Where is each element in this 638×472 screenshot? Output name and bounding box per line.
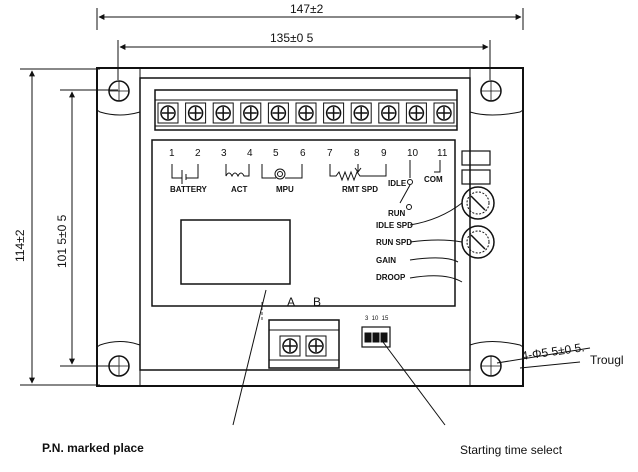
housing-outline [96, 67, 524, 387]
terminal-number: 9 [381, 148, 387, 159]
overall-width-label: 147±2 [290, 2, 324, 16]
housing-inner [139, 77, 471, 371]
run-label: RUN [388, 209, 406, 218]
adjust-label: IDLE SPD [376, 221, 413, 230]
starting-time-leader [382, 341, 446, 426]
screw-terminal[interactable] [350, 102, 372, 124]
dimension-overall-height [20, 68, 100, 386]
terminal-number: 8 [354, 148, 360, 159]
run-speed-potentiometer[interactable] [461, 225, 495, 259]
pn-marked-caption: P.N. marked place [42, 441, 144, 455]
terminal-b-label: B [313, 295, 321, 309]
mounting-holes-label: 4-Φ5 5±0 5. [520, 340, 585, 363]
overall-height-label: 114±2 [13, 229, 27, 262]
mounting-hole-bottom-right [469, 341, 524, 387]
lower-terminal-block [268, 319, 340, 369]
idle-label: IDLE [388, 179, 407, 188]
rmt-spd-label: RMT SPD [342, 185, 378, 194]
terminal-number: 6 [300, 148, 306, 159]
starting-time-dip-switch[interactable] [361, 326, 391, 348]
screw-terminal[interactable] [433, 102, 455, 124]
screw-terminal[interactable] [405, 102, 427, 124]
actuator-coil-symbol [225, 164, 250, 178]
terminal-number: 7 [327, 148, 333, 159]
screw-terminal[interactable] [240, 102, 262, 124]
battery-label: BATTERY [170, 185, 208, 194]
screw-terminal[interactable] [157, 102, 179, 124]
mounting-hole-bottom-left [96, 341, 141, 387]
display-window [180, 219, 291, 285]
adjust-label: GAIN [376, 256, 396, 265]
terminal-number: 10 [407, 148, 419, 159]
label-panel [151, 139, 456, 307]
dimension-overall-width [96, 8, 524, 30]
mounting-hole-top-left [96, 67, 141, 116]
idle-speed-potentiometer[interactable] [461, 186, 495, 220]
screw-terminal[interactable] [295, 102, 317, 124]
screw-terminal[interactable] [185, 102, 207, 124]
screw-terminal[interactable] [212, 102, 234, 124]
terminal-a-label: A [287, 295, 295, 309]
terminal-number: 4 [247, 148, 253, 159]
screw-terminal[interactable] [267, 102, 289, 124]
dip-switch-labels: 3 10 15 [365, 316, 389, 322]
starting-time-caption: Starting time select [460, 443, 563, 457]
remote-speed-pot-symbol [329, 164, 387, 182]
terminal-number: 3 [221, 148, 227, 159]
mounting-note: Trougl [590, 353, 624, 367]
terminal-number: 1 [169, 148, 175, 159]
act-label: ACT [231, 185, 248, 194]
dimension-hole-spacing-width [117, 40, 491, 80]
terminal-number: 2 [195, 148, 201, 159]
terminal-number: 11 [437, 148, 448, 159]
mpu-symbol [261, 164, 303, 180]
mounting-hole-top-right [469, 67, 524, 116]
hole-spacing-height-label: 101 5±0 5 [55, 214, 69, 268]
pn-marked-leader [232, 289, 267, 426]
gain-droop-adjusters [409, 202, 463, 283]
idle-run-switch [399, 160, 441, 210]
mounting-hole-leader [496, 347, 591, 369]
indicator-box-top [461, 150, 491, 166]
mpu-label: MPU [276, 185, 294, 194]
terminal-number: 5 [273, 148, 279, 159]
battery-symbol [171, 164, 199, 184]
screw-terminal[interactable] [323, 102, 345, 124]
indicator-box-bottom [461, 169, 491, 185]
top-terminal-block [154, 89, 458, 131]
com-label: COM [424, 175, 443, 184]
hole-spacing-width-label: 135±0 5 [270, 31, 314, 45]
adjust-label: RUN SPD [376, 238, 412, 247]
screw-terminal[interactable] [378, 102, 400, 124]
adjust-label: DROOP [376, 273, 406, 282]
